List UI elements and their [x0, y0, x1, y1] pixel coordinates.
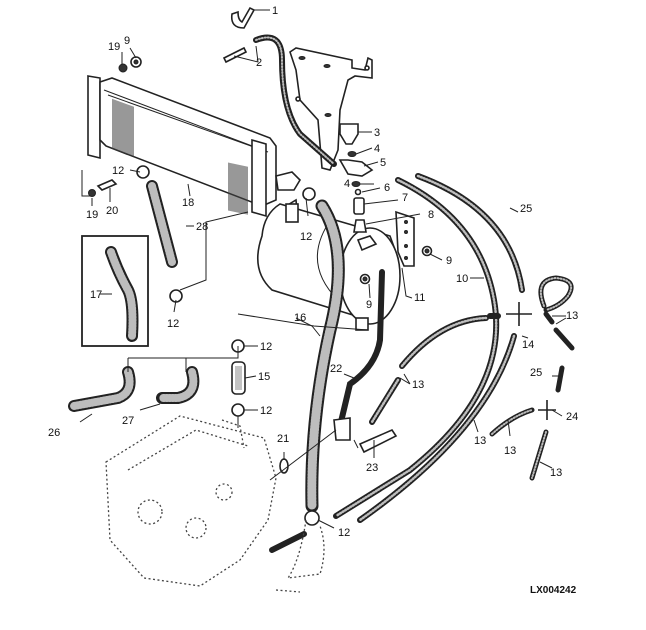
callout-23: 23 [366, 462, 378, 474]
callout-12-tank: 12 [300, 231, 312, 243]
callout-12-cooler: 12 [112, 165, 124, 177]
callout-11: 11 [414, 292, 425, 304]
callout-28: 28 [196, 221, 208, 233]
callout-19-top: 19 [108, 41, 120, 53]
callout-18: 18 [182, 197, 194, 209]
callout-12-hose15-upper: 12 [260, 341, 272, 353]
callout-12-hose15-lower: 12 [260, 405, 272, 417]
pump-outline [105, 415, 325, 593]
callout-25-short: 25 [530, 367, 542, 379]
callout-7: 7 [402, 192, 408, 204]
callout-19-bottom: 19 [86, 209, 98, 221]
inset-box [81, 235, 149, 347]
callout-27: 27 [122, 415, 134, 427]
callout-8: 8 [428, 209, 434, 221]
callout-6: 6 [384, 182, 390, 194]
callout-12-hose28: 12 [167, 318, 179, 330]
callout-14: 14 [522, 339, 534, 351]
callout-9-bracket: 9 [446, 255, 452, 267]
callout-3: 3 [374, 127, 380, 139]
callout-1: 1 [272, 5, 278, 17]
callout-12-hose16: 12 [338, 527, 350, 539]
callout-22: 22 [330, 363, 342, 375]
callout-25-long: 25 [520, 203, 532, 215]
callout-26: 26 [48, 427, 60, 439]
callout-15: 15 [258, 371, 270, 383]
callout-13-long: 13 [474, 435, 486, 447]
callout-21: 21 [277, 433, 289, 445]
callout-2: 2 [256, 57, 262, 69]
callout-13-middle: 13 [412, 379, 424, 391]
callout-labels: 1 2 3 4 4 5 6 7 8 9 9 9 10 11 12 12 12 1… [48, 5, 578, 539]
callout-24: 24 [566, 411, 578, 423]
callout-5: 5 [380, 157, 386, 169]
leader-lines [79, 9, 567, 529]
reference-code: LX004242 [530, 585, 577, 596]
callout-17: 17 [90, 289, 102, 301]
reservoir-tank [256, 203, 415, 331]
mounting-bracket [289, 47, 373, 171]
oil-cooler [87, 75, 302, 228]
callout-13-loop: 13 [566, 310, 578, 322]
callout-13-straight: 13 [550, 467, 562, 479]
callout-9-tank: 9 [366, 299, 372, 311]
callout-20: 20 [106, 205, 118, 217]
callout-4-lower: 4 [344, 178, 350, 190]
cooler-fins-left [112, 98, 134, 157]
callout-10: 10 [456, 273, 468, 285]
callout-13-curved: 13 [504, 445, 516, 457]
clamps [136, 165, 320, 526]
callout-16: 16 [294, 312, 306, 324]
callout-4-upper: 4 [374, 143, 380, 155]
cooler-fins-right [228, 162, 248, 215]
callout-9-top: 9 [124, 35, 130, 47]
